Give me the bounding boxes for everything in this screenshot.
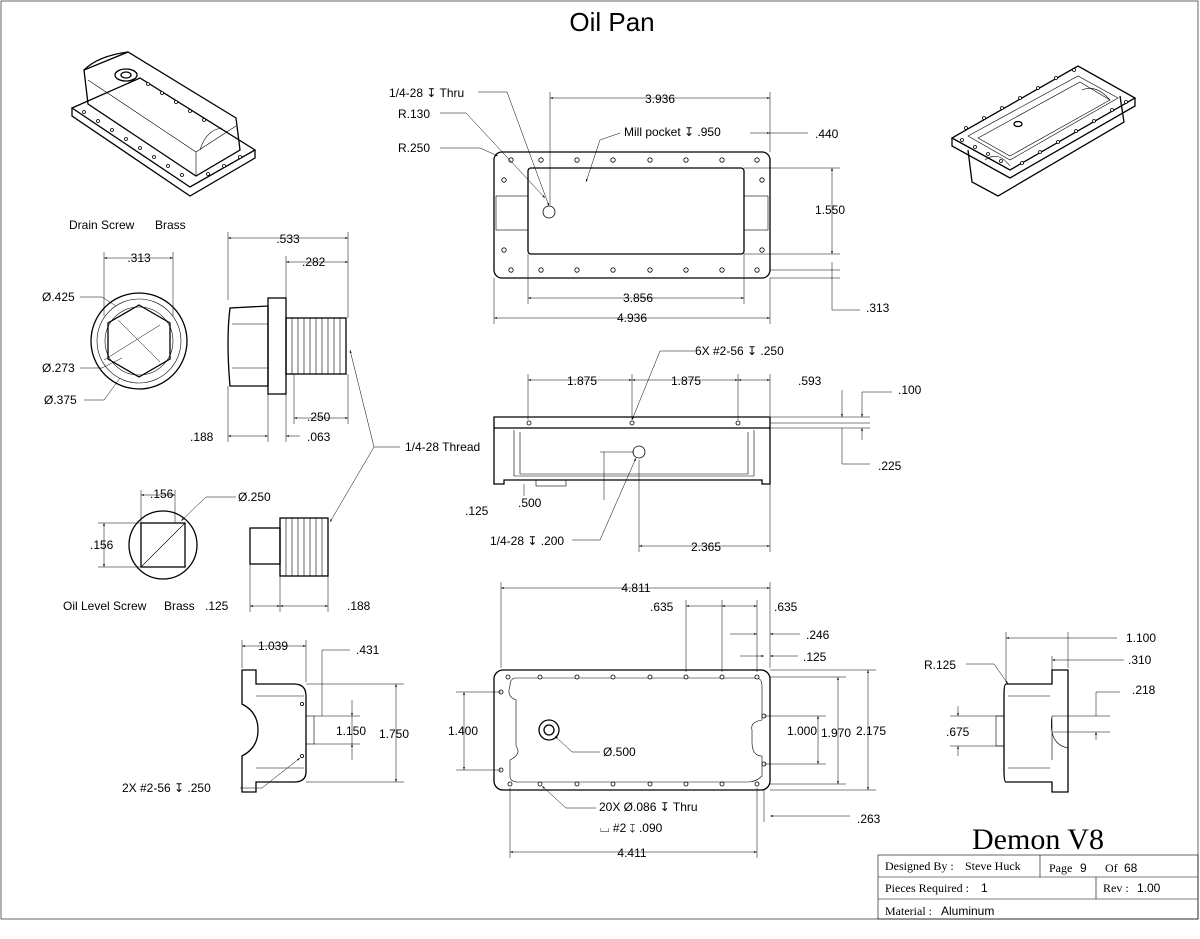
rev-label: Rev : xyxy=(1103,881,1129,895)
iso-view-top xyxy=(70,51,257,197)
dim-oil-dia250: Ø.250 xyxy=(238,490,271,504)
dim-3856: 3.856 xyxy=(623,291,653,305)
top-note-r250: R.250 xyxy=(398,141,430,155)
top-note-r130: R.130 xyxy=(398,107,430,121)
left-view: 2X #2-56 ↧ .250 1.039 .431 1.150 1.750 xyxy=(122,639,409,795)
dim-drain-188: .188 xyxy=(190,430,214,444)
dim-1970: 1.970 xyxy=(821,726,851,740)
iso-view-open xyxy=(950,65,1137,197)
oil-level-screw: Oil Level Screw Brass .156 Ø.250 .156 .1… xyxy=(63,487,371,613)
dim-635-a: .635 xyxy=(650,600,674,614)
bottom-note-holes: 20X Ø.086 ↧ Thru xyxy=(599,800,698,814)
dim-2175: 2.175 xyxy=(856,724,886,738)
dim-313-top: .313 xyxy=(866,301,890,315)
dim-1000: 1.000 xyxy=(787,724,817,738)
dim-drain-313: .313 xyxy=(127,251,151,265)
dim-1100: 1.100 xyxy=(1126,631,1156,645)
sheet-border xyxy=(0,0,1199,920)
page-label: Page xyxy=(1049,861,1072,875)
dim-drain-dia375: Ø.375 xyxy=(44,393,77,407)
of-label: Of xyxy=(1105,861,1118,875)
pieces-value: 1 xyxy=(981,881,988,895)
dim-oil-125: .125 xyxy=(205,599,229,613)
dim-4411: 4.411 xyxy=(617,846,646,860)
dim-drain-063: .063 xyxy=(307,430,331,444)
front-note-holes: 6X #2-56 ↧ .250 xyxy=(695,344,784,358)
page-value: 9 xyxy=(1080,861,1087,875)
front-view: 6X #2-56 ↧ .250 1/4-28 ↧ .200 1.875 1.87… xyxy=(465,344,922,554)
dim-1550: 1.550 xyxy=(815,203,845,217)
dim-431: .431 xyxy=(356,643,380,657)
bottom-note-dia500: Ø.500 xyxy=(603,745,636,759)
bottom-view: Ø.500 20X Ø.086 ↧ Thru ⌴ #2 ↧ .090 4.811… xyxy=(448,581,886,860)
dim-263: .263 xyxy=(857,812,881,826)
dim-1150: 1.150 xyxy=(336,724,366,738)
title-block: Demon V8 Designed By : Steve Huck Page 9… xyxy=(877,823,1199,920)
brand-title: Demon V8 xyxy=(972,823,1104,856)
front-note-thread: 1/4-28 ↧ .200 xyxy=(490,534,564,548)
dim-1750: 1.750 xyxy=(379,727,409,741)
bottom-note-cbore: ⌴ #2 ↧ .090 xyxy=(600,821,663,835)
dim-125-bottom: .125 xyxy=(803,650,827,664)
dim-635-b: .635 xyxy=(774,600,798,614)
left-note-holes: 2X #2-56 ↧ .250 xyxy=(122,781,211,795)
designed-by-value: Steve Huck xyxy=(965,859,1021,873)
drain-screw-thread: 1/4-28 Thread xyxy=(405,440,480,454)
dim-4811: 4.811 xyxy=(621,581,650,595)
top-note-thread: 1/4-28 ↧ Thru xyxy=(389,86,464,100)
dim-593: .593 xyxy=(798,374,822,388)
dim-drain-250: .250 xyxy=(307,410,331,424)
dim-310: .310 xyxy=(1128,653,1152,667)
dim-1875-b: 1.875 xyxy=(671,374,701,388)
top-view: 1/4-28 ↧ Thru R.130 R.250 Mill pocket ↧ … xyxy=(389,86,890,325)
drain-screw-label: Drain Screw xyxy=(69,218,135,232)
dim-drain-dia273: Ø.273 xyxy=(42,361,75,375)
dim-246: .246 xyxy=(806,628,830,642)
rev-value: 1.00 xyxy=(1137,881,1161,895)
dim-3936: 3.936 xyxy=(645,92,675,106)
dim-100: .100 xyxy=(898,383,922,397)
dim-440: .440 xyxy=(815,127,839,141)
dim-1039: 1.039 xyxy=(258,639,288,653)
of-value: 68 xyxy=(1124,861,1138,875)
page-title: Oil Pan xyxy=(569,7,654,37)
dim-oil-156-b: .156 xyxy=(90,538,114,552)
dim-1400: 1.400 xyxy=(448,724,478,738)
oil-level-screw-label: Oil Level Screw xyxy=(63,599,147,613)
drain-screw-material: Brass xyxy=(155,218,186,232)
material-label: Material : xyxy=(885,904,932,918)
material-value: Aluminum xyxy=(941,904,994,918)
designed-by-label: Designed By : xyxy=(885,859,954,873)
dim-drain-dia425: Ø.425 xyxy=(42,290,75,304)
right-view: R.125 1.100 .310 .218 .675 xyxy=(924,631,1156,793)
drain-screw: Drain Screw Brass xyxy=(42,218,480,523)
dim-oil-156-a: .156 xyxy=(150,487,174,501)
right-note-r125: R.125 xyxy=(924,658,956,672)
dim-oil-188: .188 xyxy=(347,599,371,613)
dim-500-front: .500 xyxy=(518,496,542,510)
dim-1875-a: 1.875 xyxy=(567,374,597,388)
dim-225: .225 xyxy=(878,459,902,473)
dim-drain-533: .533 xyxy=(276,232,300,246)
pieces-label: Pieces Required : xyxy=(885,881,969,895)
dim-218: .218 xyxy=(1132,683,1156,697)
dim-2365: 2.365 xyxy=(691,540,721,554)
dim-4936: 4.936 xyxy=(617,311,647,325)
dim-drain-282: .282 xyxy=(302,255,326,269)
dim-675: .675 xyxy=(946,725,970,739)
top-note-pocket: Mill pocket ↧ .950 xyxy=(624,125,721,139)
dim-125-front: .125 xyxy=(465,504,489,518)
oil-level-screw-material: Brass xyxy=(164,599,195,613)
